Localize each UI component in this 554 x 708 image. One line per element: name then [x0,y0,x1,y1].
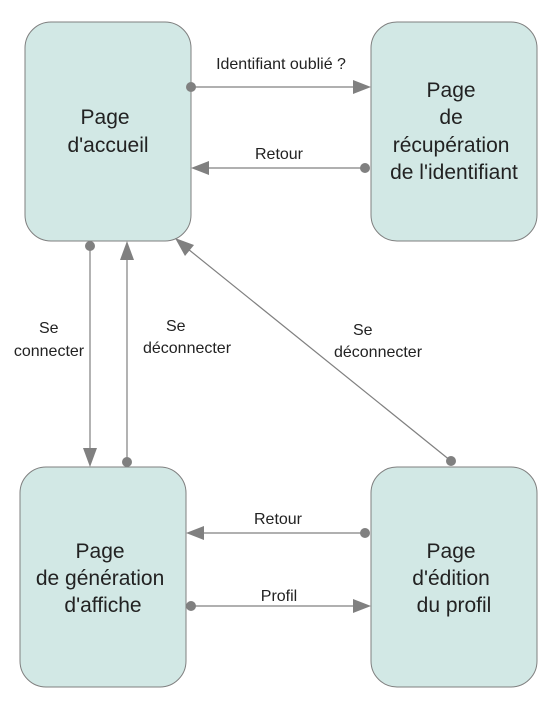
edge-profil-label-line-1: Profil [261,588,297,605]
edge-se-deconnecter-edition-start-dot [446,456,456,466]
node-page-accueil-line-1: Page [81,106,130,129]
node-page-recuperation-line-1: Page [427,79,476,102]
edge-profil-label: Profil [261,588,297,605]
edge-se-deconnecter-generation-label-line-2: déconnecter [143,340,232,357]
node-page-edition-line-2: d'édition [412,567,490,590]
edge-se-deconnecter-edition-label-line-2: déconnecter [334,344,423,361]
edge-se-connecter-arrowhead [83,448,97,467]
edge-se-deconnecter-generation-arrowhead [120,241,134,260]
node-page-edition-line-3: du profil [417,594,492,617]
edge-profil: Profil [186,588,371,613]
node-page-recuperation-box [370,21,538,242]
edge-se-deconnecter-edition-arrowhead [175,238,194,256]
node-page-generation-line-2: de génération [36,567,164,590]
edge-profil-start-dot [186,601,196,611]
edge-se-deconnecter-generation-label-line-1: Se [166,318,186,335]
edge-profil-arrowhead [353,599,371,613]
node-page-accueil: Page d'accueil [24,21,192,242]
node-page-generation-label: Page de génération d'affiche [36,540,170,617]
edge-retour-recuperation: Retour [191,146,370,175]
node-page-edition: Page d'édition du profil [370,466,538,688]
node-page-edition-label: Page d'édition du profil [412,540,495,617]
node-page-recuperation-label: Page de récupération de l'identifiant [390,79,518,184]
edge-identifiant-oublie-arrowhead [353,80,371,94]
node-page-generation: Page de génération d'affiche [19,466,187,688]
edge-se-connecter: Se connecter [14,241,97,467]
edge-retour-recuperation-label: Retour [255,146,304,163]
node-page-generation-box [19,466,187,688]
edge-retour-recuperation-start-dot [360,163,370,173]
node-page-accueil-label: Page d'accueil [67,106,148,157]
edge-se-connecter-label-line-2: connecter [14,343,85,360]
edge-retour-recuperation-label-line-1: Retour [255,146,304,163]
edge-identifiant-oublie: Identifiant oublié ? [186,56,371,94]
edge-se-deconnecter-generation: Se déconnecter [120,241,232,467]
node-page-edition-line-1: Page [427,540,476,563]
edge-identifiant-oublie-label: Identifiant oublié ? [216,56,346,73]
node-page-accueil-line-2: d'accueil [67,134,148,157]
edge-se-deconnecter-edition-label: Se déconnecter [334,322,423,361]
node-page-recuperation-line-2: de [439,106,462,129]
node-page-edition-box [370,466,538,688]
edge-se-deconnecter-edition: Se déconnecter [175,238,456,466]
node-page-generation-line-3: d'affiche [64,594,141,617]
edge-identifiant-oublie-start-dot [186,82,196,92]
node-page-accueil-box [24,21,192,242]
edge-se-deconnecter-generation-label: Se déconnecter [143,318,232,357]
edge-retour-edition-arrowhead [186,526,204,540]
node-page-recuperation: Page de récupération de l'identifiant [370,21,538,242]
edge-se-deconnecter-edition-line [187,248,452,462]
node-page-generation-line-1: Page [76,540,125,563]
edge-se-connecter-start-dot [85,241,95,251]
edge-se-connecter-label-line-1: Se [39,320,59,337]
edge-retour-edition-label: Retour [254,511,303,528]
edge-se-deconnecter-generation-start-dot [122,457,132,467]
node-page-recuperation-line-3: récupération [393,134,510,157]
edge-retour-edition-start-dot [360,528,370,538]
edge-retour-edition: Retour [186,511,370,540]
edge-retour-recuperation-arrowhead [191,161,209,175]
node-page-recuperation-line-4: de l'identifiant [390,161,518,184]
edge-retour-edition-label-line-1: Retour [254,511,303,528]
edge-se-connecter-label: Se connecter [14,320,85,360]
edge-identifiant-oublie-label-line-1: Identifiant oublié ? [216,56,346,73]
edge-se-deconnecter-edition-label-line-1: Se [353,322,373,339]
